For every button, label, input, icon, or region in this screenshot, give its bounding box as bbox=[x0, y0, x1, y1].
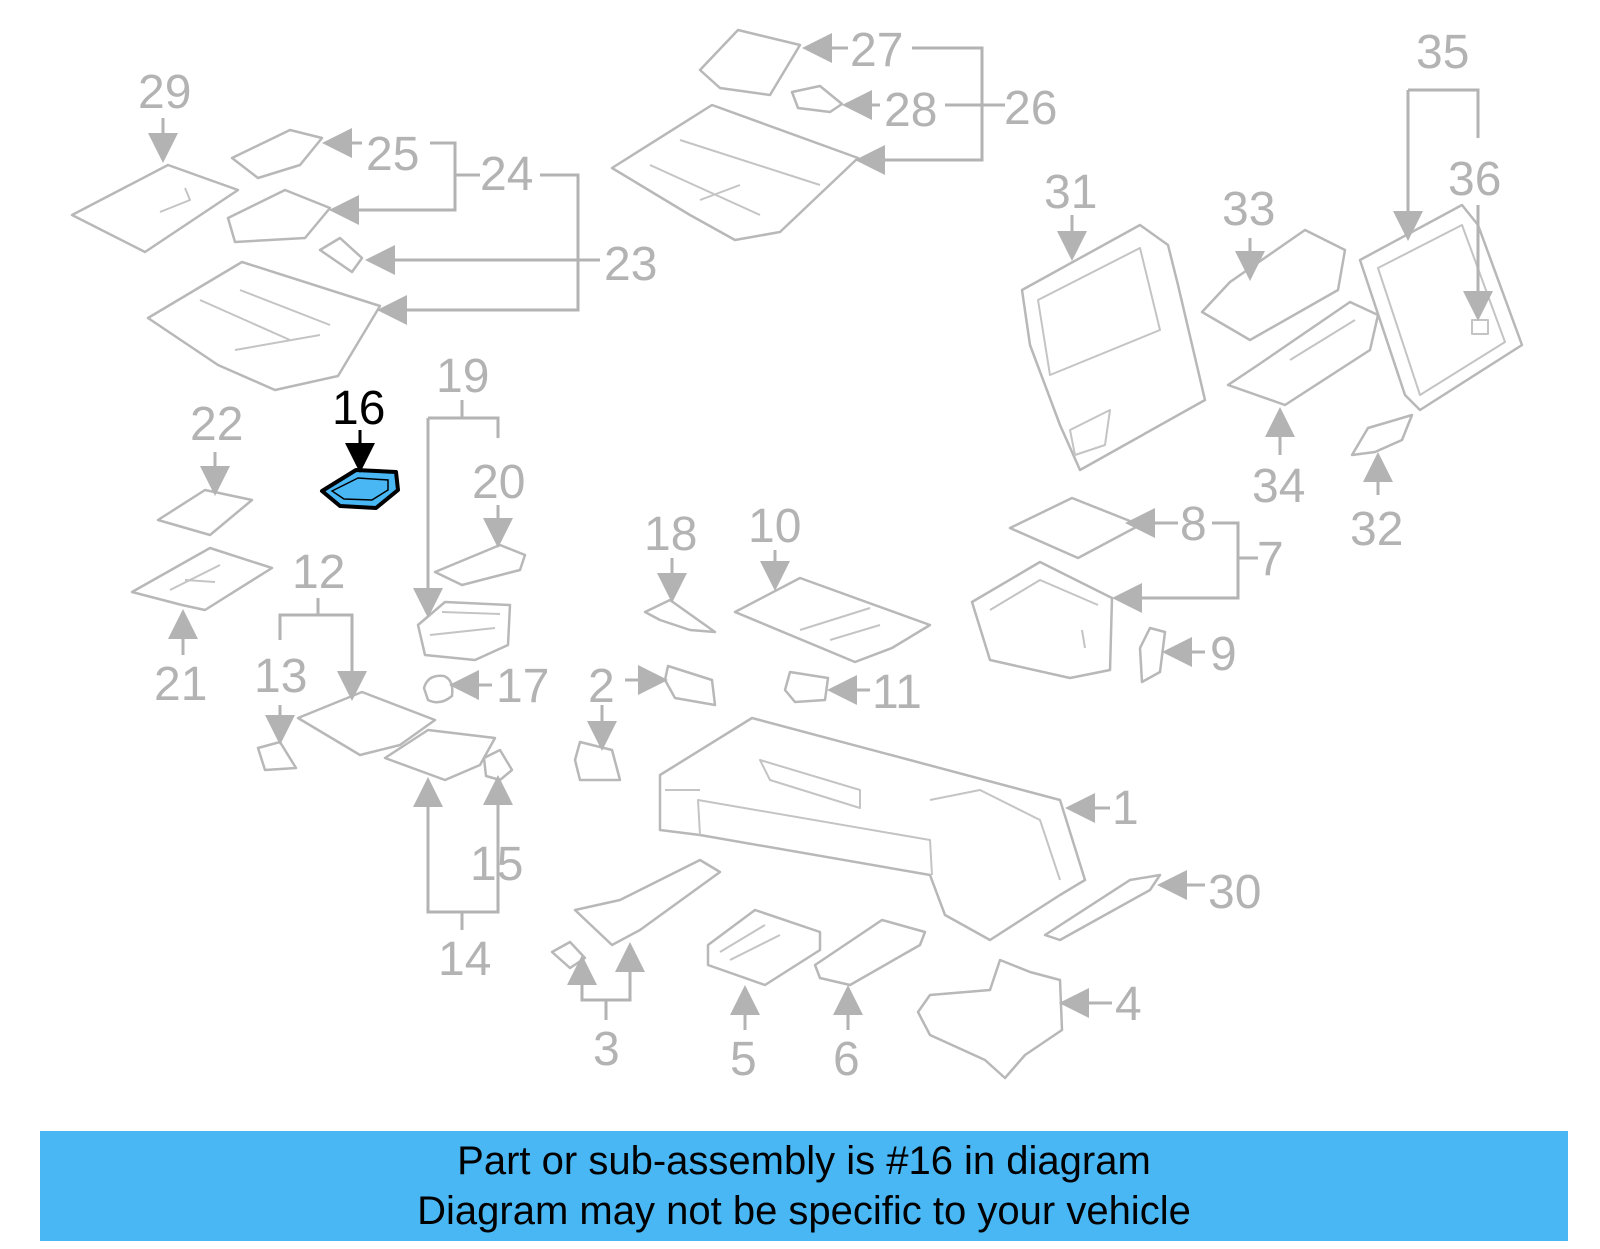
callout-9: 9 bbox=[1210, 628, 1237, 681]
callout-10: 10 bbox=[748, 500, 801, 553]
part-16-highlighted bbox=[320, 468, 400, 510]
callout-1: 1 bbox=[1112, 782, 1139, 835]
callout-18: 18 bbox=[644, 508, 697, 561]
callout-8: 8 bbox=[1180, 498, 1207, 551]
callout-32: 32 bbox=[1350, 503, 1403, 556]
callout-30: 30 bbox=[1208, 866, 1261, 919]
callout-31: 31 bbox=[1044, 166, 1097, 219]
banner-line-part-number: Part or sub-assembly is #16 in diagram bbox=[457, 1139, 1151, 1183]
callout-22: 22 bbox=[190, 398, 243, 451]
callout-35: 35 bbox=[1416, 26, 1469, 79]
callout-24: 24 bbox=[480, 148, 533, 201]
callout-3: 3 bbox=[593, 1023, 620, 1076]
callout-33: 33 bbox=[1222, 183, 1275, 236]
leader-lines bbox=[148, 33, 1493, 1030]
parts-diagram: 1 2 3 4 5 6 7 8 9 10 11 12 13 14 15 16 1… bbox=[70, 24, 1524, 1086]
callout-5: 5 bbox=[730, 1033, 757, 1086]
banner-line-disclaimer: Diagram may not be specific to your vehi… bbox=[417, 1189, 1191, 1233]
info-banner: Part or sub-assembly is #16 in diagram D… bbox=[40, 1131, 1568, 1241]
callout-2: 2 bbox=[588, 660, 615, 713]
part-shapes bbox=[70, 28, 1524, 1080]
callout-28: 28 bbox=[884, 84, 937, 137]
callout-23: 23 bbox=[604, 238, 657, 291]
callout-21: 21 bbox=[154, 658, 207, 711]
callout-7: 7 bbox=[1257, 533, 1284, 586]
callout-labels: 1 2 3 4 5 6 7 8 9 10 11 12 13 14 15 16 1… bbox=[138, 24, 1501, 1086]
callout-20: 20 bbox=[472, 456, 525, 509]
callout-11: 11 bbox=[872, 666, 922, 719]
callout-14: 14 bbox=[438, 933, 491, 986]
callout-4: 4 bbox=[1115, 978, 1142, 1031]
callout-13: 13 bbox=[254, 650, 307, 703]
callout-19: 19 bbox=[436, 350, 489, 403]
callout-16-highlighted: 16 bbox=[332, 382, 385, 435]
callout-29: 29 bbox=[138, 66, 191, 119]
callout-25: 25 bbox=[366, 128, 419, 181]
callout-36: 36 bbox=[1448, 153, 1501, 206]
callout-6: 6 bbox=[833, 1033, 860, 1086]
callout-34: 34 bbox=[1252, 460, 1305, 513]
callout-26: 26 bbox=[1004, 82, 1057, 135]
callout-15: 15 bbox=[470, 838, 523, 891]
callout-12: 12 bbox=[292, 546, 345, 599]
callout-17: 17 bbox=[496, 660, 549, 713]
callout-27: 27 bbox=[850, 24, 903, 77]
